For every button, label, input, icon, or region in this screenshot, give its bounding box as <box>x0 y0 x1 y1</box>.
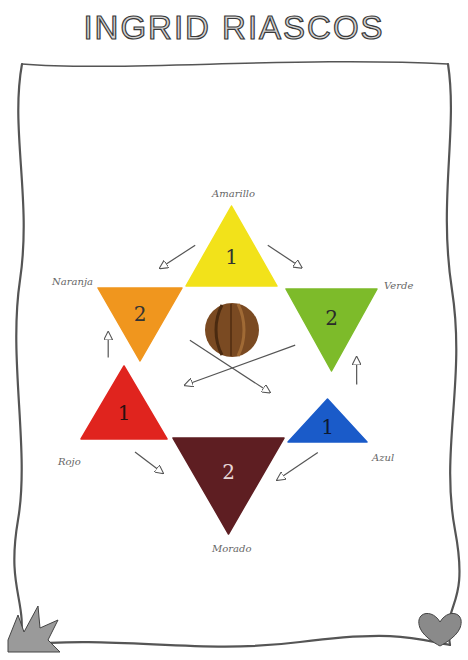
frame-bottom <box>20 636 450 647</box>
primary-blue-triangle: 1 <box>287 398 368 443</box>
callout-number: 2 <box>222 462 235 482</box>
triangle-fill <box>98 288 182 361</box>
callout-number: 2 <box>134 304 147 324</box>
triangle-shape <box>185 205 278 287</box>
mixing-arrow <box>108 332 109 358</box>
mixing-arrow <box>268 245 302 268</box>
triangle-fill <box>173 438 284 534</box>
color-name: Rojo <box>58 456 81 468</box>
callout-number: 2 <box>325 308 338 328</box>
callout-number: 1 <box>225 247 238 267</box>
primary-yellow-triangle: 1 <box>185 205 278 287</box>
triangle-shape <box>285 288 378 372</box>
secondary-purple-triangle: 2 <box>172 437 285 535</box>
primary-red-triangle: 1 <box>80 365 168 440</box>
triangle-fill <box>288 399 367 442</box>
callout-number: 1 <box>321 417 334 437</box>
corner-star <box>8 606 60 652</box>
mixing-arrow <box>356 357 357 385</box>
corner-heart <box>419 613 461 646</box>
color-name: Morado <box>212 543 251 555</box>
mixing-arrow <box>160 245 195 268</box>
page-title: INGRID RIASCOS <box>0 10 468 46</box>
mixing-arrow <box>135 452 163 473</box>
triangle-fill <box>286 289 377 371</box>
mixing-arrow <box>277 452 318 480</box>
triangle-fill <box>81 366 167 439</box>
color-name: Azul <box>372 452 394 464</box>
triangle-shape <box>97 287 183 362</box>
triangle-fill <box>186 206 277 286</box>
triangle-shape <box>172 437 285 535</box>
frame-top <box>22 62 448 67</box>
secondary-orange-triangle: 2 <box>97 287 183 362</box>
color-name: Naranja <box>52 276 93 288</box>
mixing-arrow <box>190 340 270 392</box>
color-name: Amarillo <box>212 188 255 200</box>
frame-right <box>447 64 460 645</box>
frame-left <box>14 64 23 645</box>
mixing-arrow <box>185 345 296 385</box>
color-name: Verde <box>384 280 413 292</box>
center-mix-circle <box>205 303 259 357</box>
secondary-green-triangle: 2 <box>285 288 378 372</box>
callout-number: 1 <box>118 403 131 423</box>
